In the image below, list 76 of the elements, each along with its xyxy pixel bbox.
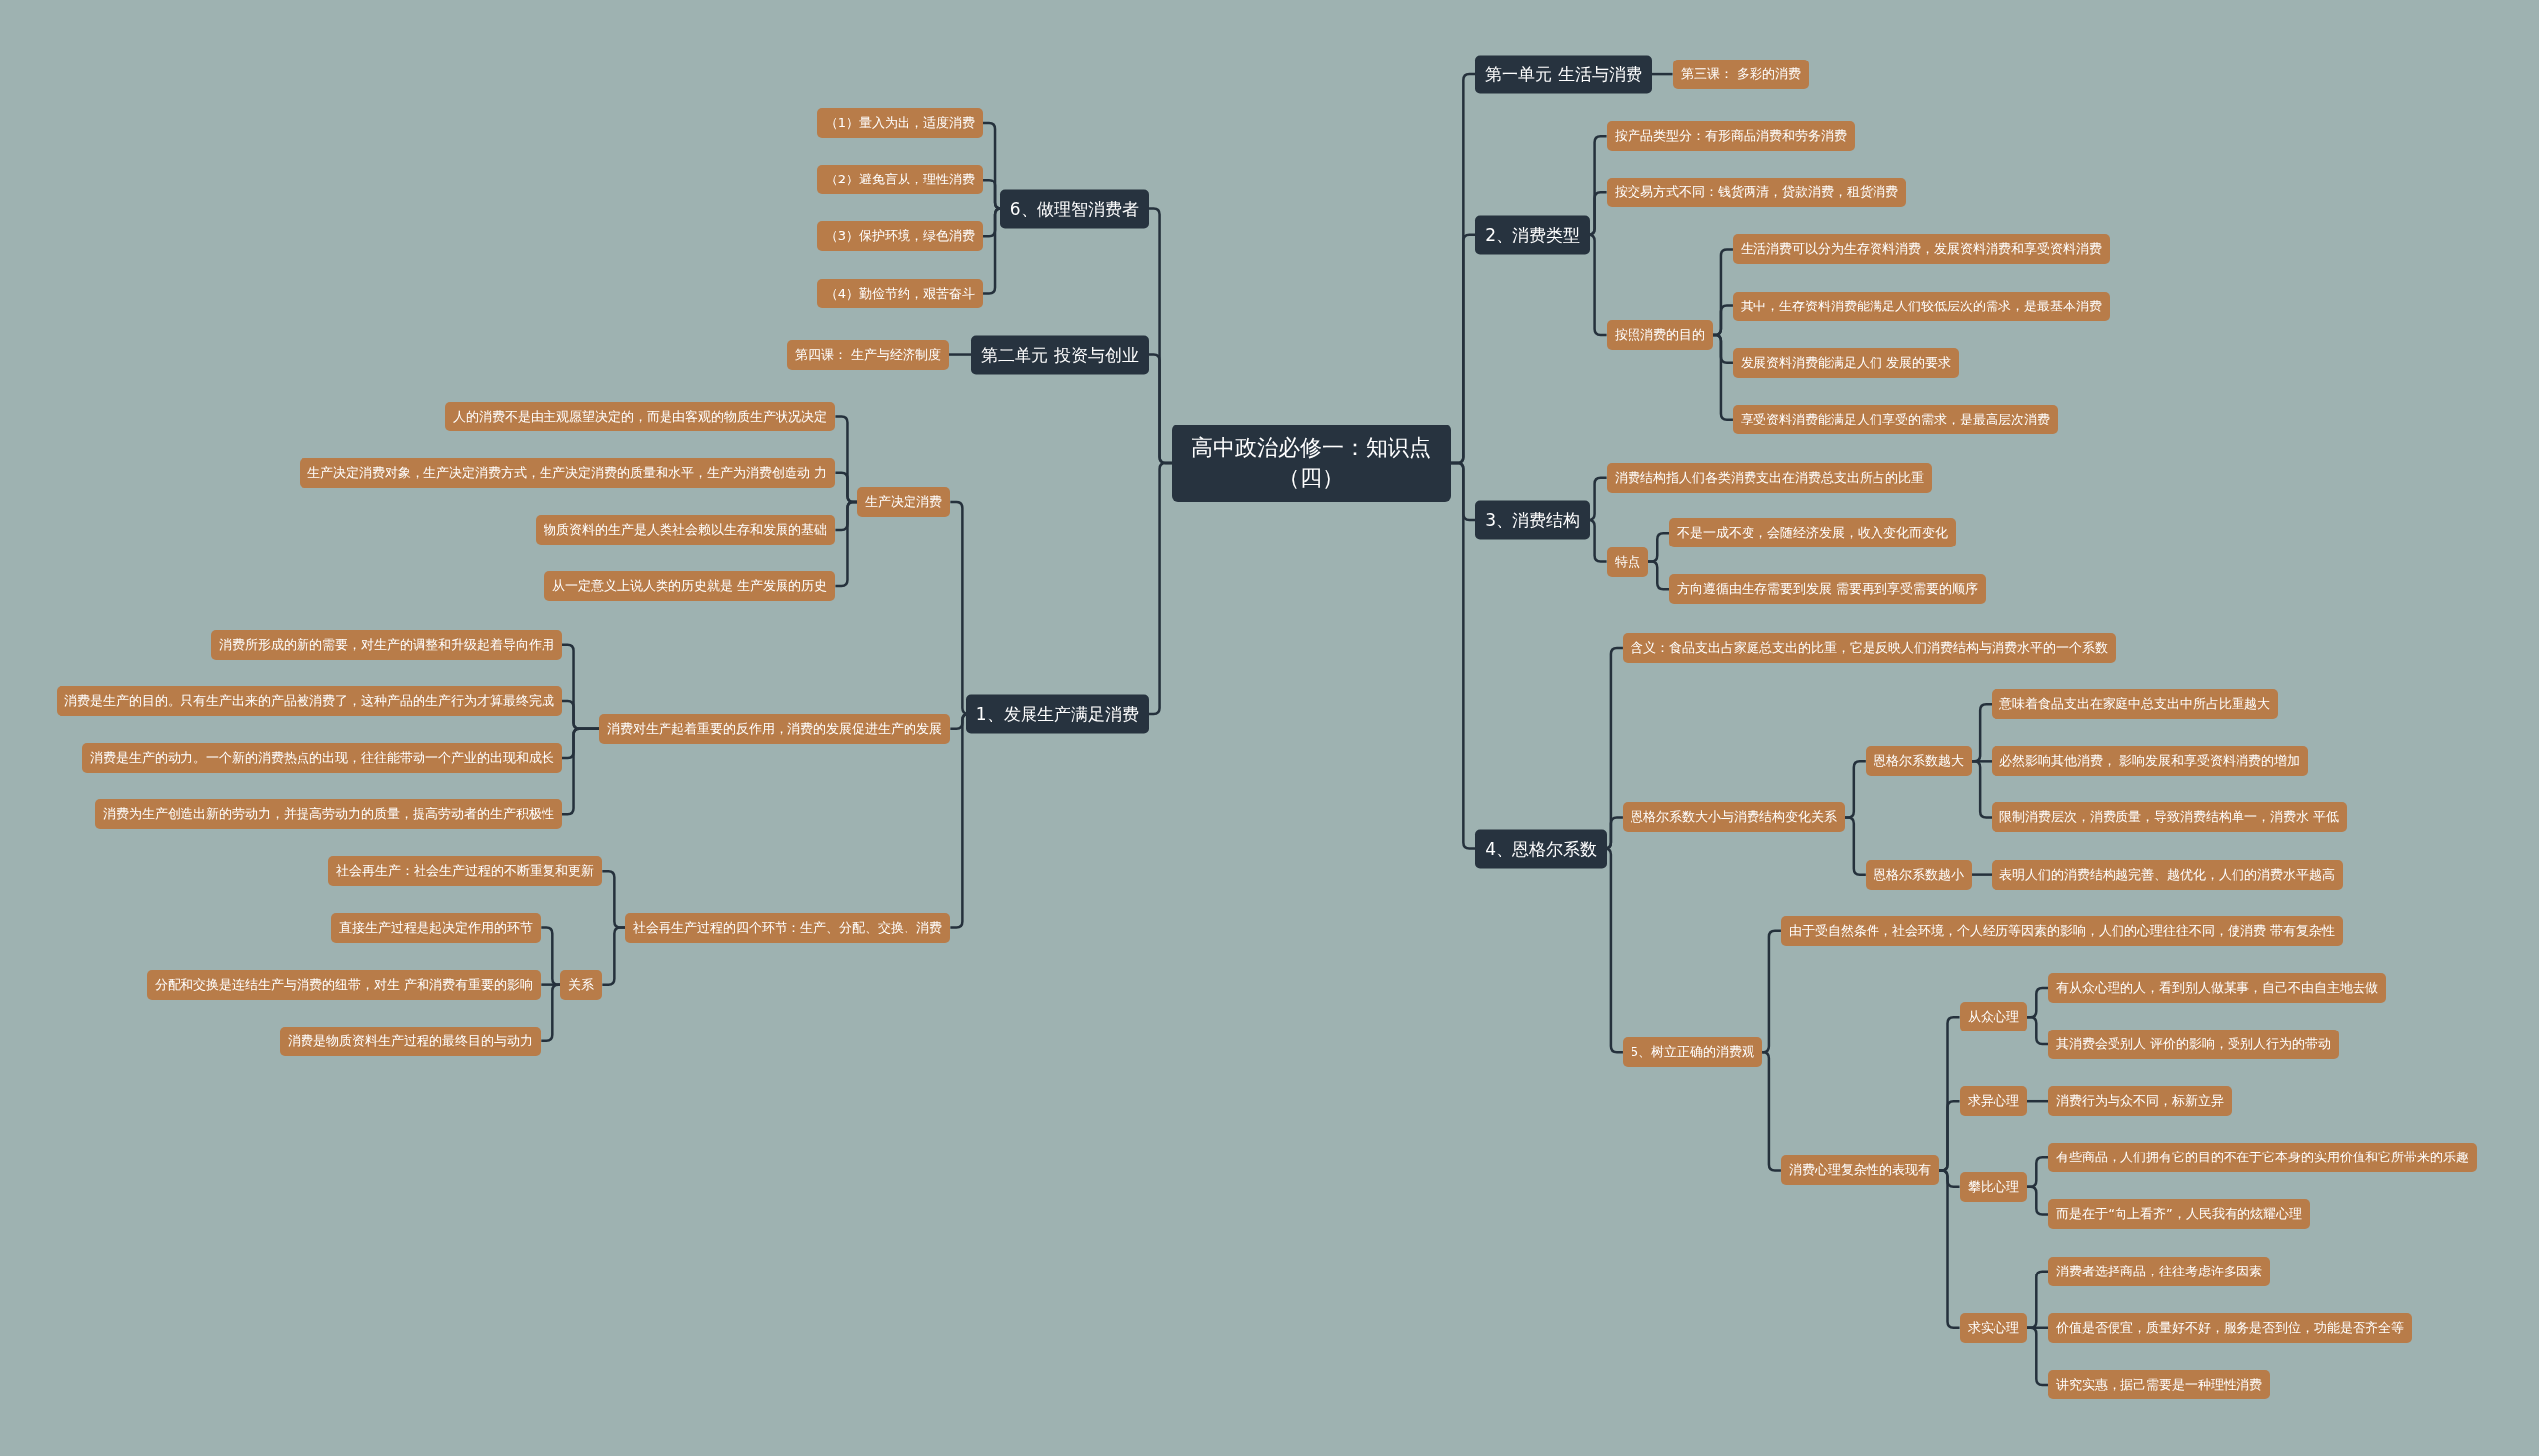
- topic-box: 分配和交换是连结生产与消费的纽带，对生 产和消费有重要的影响: [147, 969, 542, 1000]
- connector-line: [1651, 72, 1673, 76]
- topic-box: 方向遵循由生存需要到发展 需要再到享受需要的顺序: [1669, 574, 1987, 605]
- topic-box: 消费为生产创造出新的劳动力，并提高劳动力的质量，提高劳动者的生产积极性: [94, 799, 562, 830]
- topic-box: 讲究实惠，据己需要是一种理性消费: [2048, 1369, 2271, 1399]
- topic-box: 消费对生产起着重要的反作用，消费的发展促进生产的发展: [599, 713, 951, 744]
- topic-box: 1、发展生产满足消费: [965, 694, 1149, 734]
- topic-box: 第二单元 投资与创业: [971, 335, 1149, 375]
- topic-box: 3、消费结构: [1475, 500, 1591, 540]
- connector-line: [2026, 1185, 2049, 1216]
- topic-box: 6、做理智消费者: [999, 189, 1149, 229]
- topic-box: 价值是否便宜，质量好不好，服务是否到位，功能是否齐全等: [2048, 1312, 2413, 1343]
- topic-box: 生活消费可以分为生存资料消费，发展资料消费和享受资料消费: [1732, 234, 2110, 265]
- topic-box: 有从众心理的人，看到别人做某事，自己不由自主地去做: [2048, 972, 2387, 1003]
- connector-line: [1647, 560, 1670, 591]
- topic-box: 其消费会受别人 评价的影响，受别人行为的带动: [2048, 1030, 2340, 1060]
- topic-box: 关系: [560, 969, 603, 1000]
- topic-box: 限制消费层次，消费质量，导致消费结构单一，消费水 平低: [1992, 802, 2348, 833]
- topic-box: 消费所形成的新的需要，对生产的调整和升级起着导向作用: [210, 629, 562, 660]
- connector-line: [1844, 816, 1866, 876]
- connector-line: [1761, 1050, 1781, 1172]
- topic-box: 2、消费类型: [1475, 215, 1591, 255]
- connector-line: [541, 983, 561, 986]
- topic-box: 其中，生存资料消费能满足人们较低层次的需求，是最基本消费: [1732, 291, 2110, 321]
- topic-box: 享受资料消费能满足人们享受的需求，是最高层次消费: [1732, 404, 2058, 434]
- topic-box: 恩格尔系数越小: [1865, 859, 1972, 890]
- connector-line: [1712, 333, 1733, 422]
- connector-line: [2026, 1016, 2049, 1046]
- topic-box: 4、恩格尔系数: [1475, 829, 1608, 868]
- topic-box: （3）保护环境，绿色消费: [816, 221, 984, 252]
- topic-box: （2）避免盲从，理性消费: [816, 165, 984, 195]
- topic-box: 第四课： 生产与经济制度: [786, 339, 949, 370]
- connector-line: [2026, 1099, 2049, 1103]
- topic-box: 必然影响其他消费， 影响发展和享受资料消费的增加: [1992, 746, 2309, 777]
- topic-box: 消费心理复杂性的表现有: [1780, 1155, 1939, 1186]
- topic-box: 物质资料的生产是人类社会赖以生存和发展的基础: [536, 514, 836, 545]
- topic-box: 从一定意义上说人类的历史就是 生产发展的历史: [544, 571, 836, 601]
- topic-box: 消费是生产的动力。一个新的消费热点的出现，往往能带动一个产业的出现和成长: [81, 743, 562, 774]
- topic-box: 由于受自然条件，社会环境，个人经历等因素的影响，人们的心理往往不同，使消费 带有复杂性: [1780, 915, 2344, 946]
- topic-box: 生产决定消费: [857, 487, 951, 518]
- topic-box: 社会再生产过程的四个环节：生产、分配、交换、消费: [625, 912, 951, 943]
- topic-box: 第一单元 生活与消费: [1475, 55, 1652, 94]
- topic-box: 直接生产过程是起决定作用的环节: [331, 912, 542, 943]
- connector-line: [602, 926, 626, 986]
- topic-box: （4）勤俭节约，艰苦奋斗: [816, 278, 984, 308]
- topic-box: 按照消费的目的: [1606, 319, 1713, 350]
- topic-box: 求实心理: [1959, 1312, 2027, 1343]
- topic-box: 消费者选择商品，往往考虑许多因素: [2048, 1256, 2271, 1286]
- topic-box: 有些商品，人们拥有它的目的不在于它本身的实用价值和它所带来的乐趣: [2048, 1143, 2478, 1173]
- topic-box: 恩格尔系数大小与消费结构变化关系: [1622, 802, 1845, 833]
- topic-box: 意味着食品支出在家庭中总支出中所占比重越大: [1992, 689, 2279, 720]
- central-topic-box: 高中政治必修一：知识点（四）: [1171, 424, 1451, 502]
- topic-box: 消费结构指人们各类消费支出在消费总支出所占的比重: [1606, 462, 1932, 493]
- connector-line: [948, 353, 972, 356]
- connector-line: [1971, 873, 1993, 876]
- topic-box: 含义：食品支出占家庭总支出的比重，它是反映人们消费结构与消费水平的一个系数: [1622, 633, 2116, 664]
- topic-box: 而是在于“向上看齐”，人民我有的炫耀心理: [2048, 1199, 2310, 1230]
- topic-box: 按产品类型分：有形商品消费和劳务消费: [1606, 121, 1855, 152]
- topic-box: 不是一成不变，会随经济发展，收入变化而变化: [1669, 518, 1957, 548]
- topic-box: 消费是物质资料生产过程的最终目的与动力: [280, 1026, 542, 1056]
- topic-box: 第三课： 多彩的消费: [1672, 60, 1809, 90]
- topic-box: 消费是生产的目的。只有生产出来的产品被消费了，这种产品的生产行为才算最终完成: [56, 685, 562, 716]
- topic-box: 表明人们的消费结构越完善、越优化，人们的消费水平越高: [1992, 859, 2344, 890]
- topic-box: 攀比心理: [1959, 1171, 2027, 1202]
- topic-box: 消费行为与众不同，标新立异: [2048, 1086, 2233, 1117]
- topic-box: 按交易方式不同：钱货两清，贷款消费，租货消费: [1606, 178, 1906, 208]
- topic-box: 恩格尔系数越大: [1865, 746, 1972, 777]
- topic-box: 社会再生产：社会生产过程的不断重复和更新: [328, 856, 603, 887]
- topic-box: 人的消费不是由主观愿望决定的，而是由客观的物质生产状况决定: [445, 401, 836, 431]
- topic-box: 5、树立正确的消费观: [1622, 1037, 1763, 1068]
- topic-box: 发展资料消费能满足人们 发展的要求: [1732, 347, 1960, 378]
- topic-box: （1）量入为出，适度消费: [816, 108, 984, 139]
- topic-box: 特点: [1606, 546, 1648, 577]
- topic-box: 生产决定消费对象，生产决定消费方式，生产决定消费的质量和水平，生产为消费创造动 力: [300, 457, 836, 488]
- topic-box: 求异心理: [1959, 1086, 2027, 1117]
- topic-box: 从众心理: [1959, 1002, 2027, 1032]
